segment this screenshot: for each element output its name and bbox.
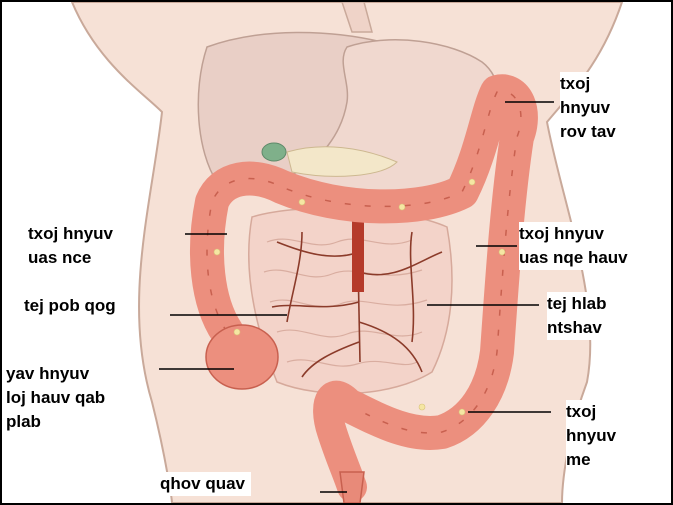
label-ascending-colon: txoj hnyuv uas nce [24,222,117,270]
rectum-shape [340,472,364,503]
label-transverse-colon: txoj hnyuv rov tav [560,72,616,144]
cecum-shape [206,325,278,389]
gallbladder-shape [262,143,286,161]
label-descending-colon: txoj hnyuv uas nqe hauv [519,222,628,270]
label-rectum: qhov quav [154,472,251,496]
label-small-intestine: tej pob qog [20,294,120,318]
label-cecum: yav hnyuv loj hauv qab plab [6,362,109,434]
label-sigmoid-colon: txoj hnyuv me [566,400,616,472]
label-mesenteric-vessels: tej hlab ntshav [547,292,607,340]
